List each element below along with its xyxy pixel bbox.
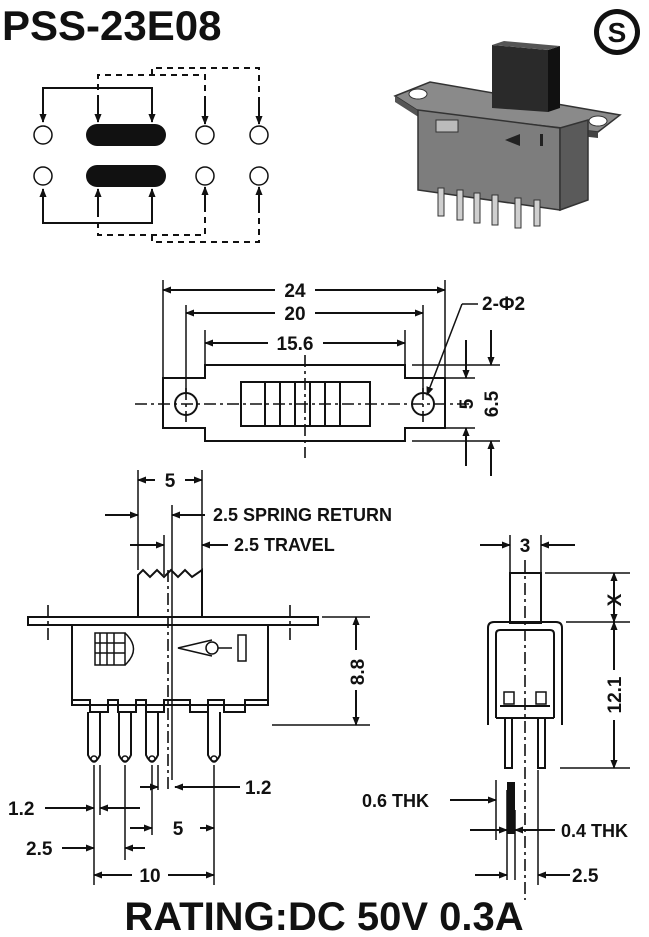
contact-circle xyxy=(33,166,53,186)
contact-circle xyxy=(33,125,53,145)
terminal-blade xyxy=(507,782,515,834)
dim-x-label: X xyxy=(605,593,626,606)
logo-letter: S xyxy=(608,17,627,48)
contact-circle xyxy=(195,125,215,145)
side-actuator xyxy=(137,568,203,617)
travel-label: 2.5 TRAVEL xyxy=(234,535,335,555)
dim-10-label: 10 xyxy=(139,866,160,887)
slider-contact-bar xyxy=(86,124,166,146)
hole-callout-label: 2-Φ2 xyxy=(482,294,525,315)
dim-3-label: 3 xyxy=(520,536,531,557)
slider-contact-bar xyxy=(86,165,166,187)
contact-circle xyxy=(249,125,269,145)
dim-1-2-left-label: 1.2 xyxy=(8,799,34,820)
switch-product-illustration xyxy=(393,41,622,229)
dim-20-label: 20 xyxy=(284,304,305,325)
circuit-schematic xyxy=(33,67,269,243)
dim-5-top-label: 5 xyxy=(165,471,176,492)
dim-2-5-end-label: 2.5 xyxy=(572,866,599,887)
dim-5-label: 5 xyxy=(457,398,478,409)
part-number-title: PSS-23E08 xyxy=(2,2,221,49)
dim-6-5-label: 6.5 xyxy=(482,390,503,417)
contact-circle xyxy=(195,166,215,186)
rating-label: RATING:DC 50V 0.3A xyxy=(124,895,523,937)
mounting-plate-outline xyxy=(162,364,446,442)
thk-0-4-label: 0.4 THK xyxy=(561,821,628,841)
body-symbol-mark xyxy=(177,634,247,662)
dim-12-1-label: 12.1 xyxy=(605,676,626,713)
dim-24-label: 24 xyxy=(284,281,306,302)
contact-circle xyxy=(249,166,269,186)
dim-2-5-left-label: 2.5 xyxy=(26,839,53,860)
body-logo-mark xyxy=(94,632,135,666)
top-view-drawing: 24 20 15.6 2-Φ2 5 xyxy=(135,280,525,476)
dim-5-bottom-label: 5 xyxy=(173,819,184,840)
spring-return-label: 2.5 SPRING RETURN xyxy=(213,505,392,525)
manufacturer-logo: S xyxy=(594,9,640,55)
dim-15-6-label: 15.6 xyxy=(277,334,314,355)
dim-1-2-right-label: 1.2 xyxy=(245,778,271,799)
end-view-drawing: 3 X 12.1 0.6 THK 0.4 THK xyxy=(362,535,630,900)
actuator-knob xyxy=(264,381,341,427)
side-view-drawing: 5 2.5 SPRING RETURN 2.5 TRAVEL xyxy=(8,470,392,887)
side-mounting-plate xyxy=(27,616,319,626)
dim-8-8-label: 8.8 xyxy=(348,659,369,685)
thk-0-6-label: 0.6 THK xyxy=(362,791,429,811)
side-housing xyxy=(71,625,269,706)
